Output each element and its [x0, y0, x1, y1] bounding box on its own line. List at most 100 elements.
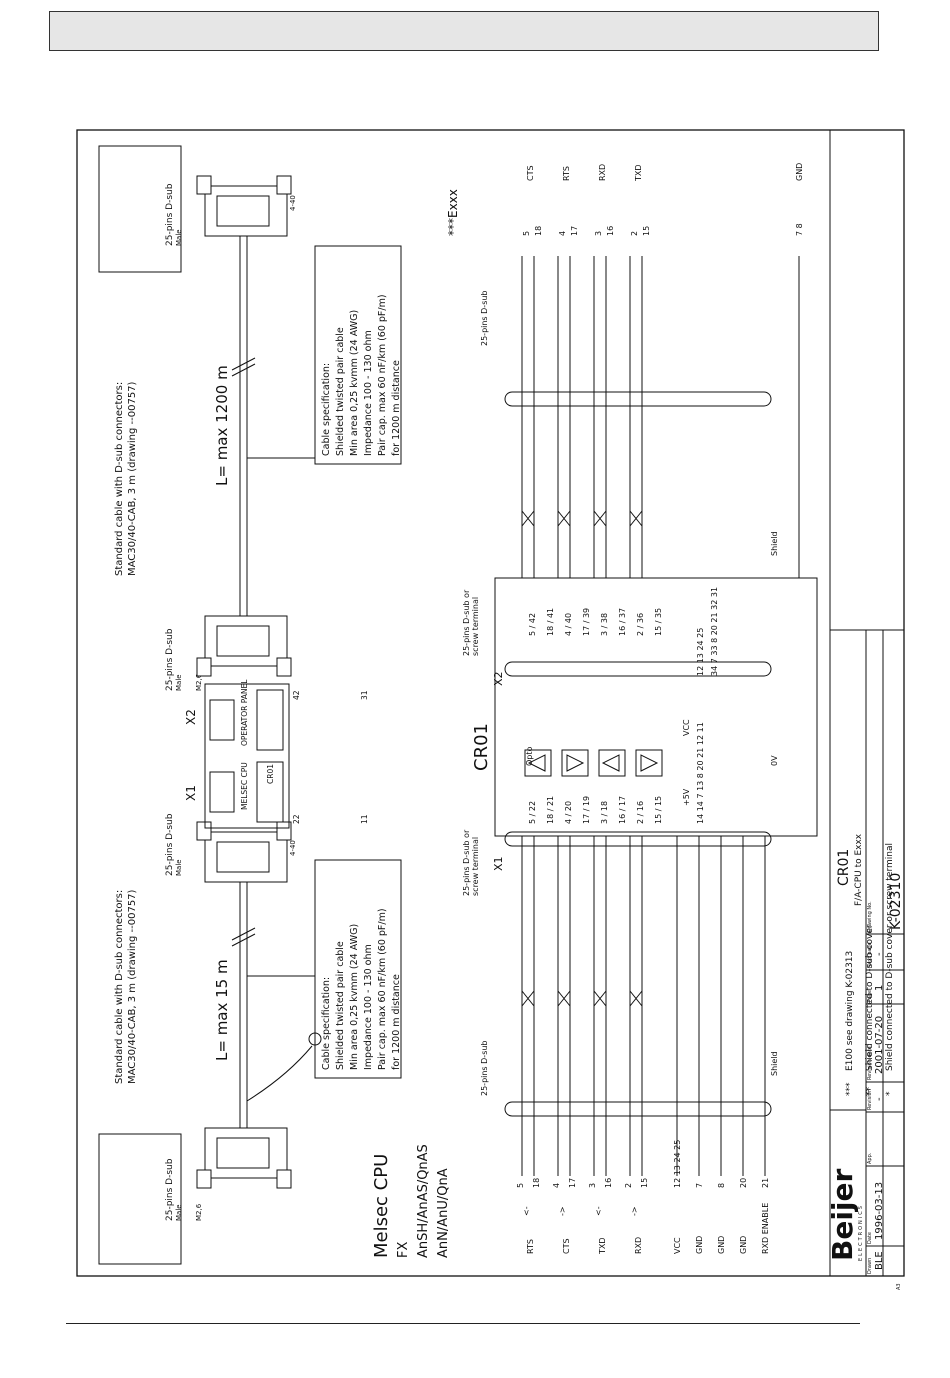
left-cable-title: Standard cable with D-sub connectors: MA… [114, 889, 138, 1084]
module-pin-l: 22 [292, 814, 301, 824]
cr01-x1-pin-0: 5 / 22 [528, 801, 537, 824]
dsub-right-2 [196, 175, 292, 237]
cpu-model-1: FX [396, 1242, 411, 1258]
x2-conn-label: X2 [492, 671, 505, 686]
right-spec-4: Pair cap. max 60 nF/km (60 pF/m) [377, 294, 388, 456]
left-spec-0: Cable specification: [321, 977, 332, 1070]
right-gnd-name: GND [795, 163, 804, 181]
cpu-model-2: AnSH/AnAS/QnAS [416, 1144, 431, 1258]
left-signal-p2-0: 18 [532, 1178, 541, 1188]
tb-date-lbl: Date [867, 1232, 873, 1244]
twist2-b-1 [557, 510, 571, 527]
left-power-name-2: GND [717, 1236, 726, 1254]
tb-revision: - [874, 1097, 885, 1101]
twist2-b-2 [593, 510, 607, 527]
left-power-pins-0: 12 13 24 25 [673, 1140, 682, 1188]
exxx-label: ***Exxx [446, 189, 460, 236]
tb-drawn: BLE [874, 1251, 885, 1270]
left-signal-dir-3: -> [630, 1206, 639, 1216]
cr01-x2-pin-2: 4 / 40 [564, 613, 573, 636]
right-spec-box: Cable specification: Shielded twisted pa… [247, 245, 402, 465]
left-signal-dir-0: <- [522, 1206, 531, 1216]
left-conn-a-male: Male [175, 1204, 183, 1221]
dsub-left-label: 25-pins D-sub [480, 1040, 489, 1096]
cpu-model-0: Melsec CPU [371, 1154, 392, 1258]
left-power-name-1: GND [695, 1236, 704, 1254]
cr01-x1-pin-7: 15 / 15 [654, 796, 663, 824]
shield-label-left: Shield [770, 1051, 779, 1076]
right-conn-b-screw: 4-40 [289, 195, 297, 211]
left-signal-p2-2: 16 [604, 1178, 613, 1188]
module-board-label: CR01 [266, 764, 275, 784]
tb-date: 1996-03-13 [874, 1182, 885, 1240]
cables [231, 236, 322, 1128]
cr01-x2-pin-5: 16 / 37 [618, 608, 627, 636]
right-spec-2: Min area 0,25 kvmm (24 AWG) [349, 310, 360, 456]
right-conn-b-male: Male [175, 229, 183, 246]
left-conn-b-male: Male [175, 859, 183, 876]
tb-revdate-lbl: Revision date [867, 1046, 873, 1080]
module-pin-r2: 31 [360, 690, 369, 700]
cpu-model-3: AnN/AnU/QnA [436, 1168, 451, 1258]
left-signal-name-1: CTS [562, 1238, 571, 1254]
tb-page: 1 [874, 985, 885, 991]
title-block: Beijer ELECTRONICS CR01 F/A-CPU to Exxx … [826, 629, 905, 1290]
right-cable-title: Standard cable with D-sub connectors: MA… [114, 381, 138, 576]
right-signal-p2-1: 17 [570, 226, 579, 236]
x1-term-label-0: 25-pins D-sub or [462, 829, 471, 896]
right-conn-b-label: 25-pins D-sub [165, 183, 175, 246]
left-cable-length: L= max 15 m [213, 959, 231, 1061]
right-signal-name-2: RXD [598, 164, 607, 181]
tb-dwg: K-02310 [888, 873, 904, 930]
note-0-mark: *** [845, 1082, 855, 1096]
right-signal-p2-2: 16 [606, 226, 615, 236]
cr01-x2-pin-7: 15 / 35 [654, 608, 663, 636]
left-signal-p1-3: 2 [624, 1183, 633, 1188]
left-signal-name-3: RXD [634, 1237, 643, 1254]
right-signal-p2-0: 18 [534, 226, 543, 236]
title-block-title: CR01 [836, 849, 852, 886]
drawing-frame [76, 129, 905, 1277]
tb-page-lbl: Page [867, 990, 873, 1002]
right-spec-1: Shielded twisted pair cable [335, 327, 346, 456]
right-cable-title-2: MAC30/40-CAB, 3 m (drawing --00757) [127, 381, 138, 576]
module-pin-l2: 11 [360, 814, 369, 824]
left-signal-dir-1: -> [558, 1206, 567, 1216]
right-conn-a-screw: M2,6 [195, 673, 203, 691]
dsub-left-2 [196, 821, 292, 883]
left-spec-5: for 1200 m distance [391, 974, 402, 1070]
right-signal-p1-3: 2 [630, 231, 639, 236]
module-panel-label: OPERATOR PANEL [240, 679, 249, 746]
left-power-pins-1: 7 [695, 1183, 704, 1188]
cr01-x1-pin-4: 3 / 18 [600, 801, 609, 824]
dsub-connectors [196, 175, 292, 1189]
left-spec-3: Impedance 100 - 130 ohm [363, 944, 374, 1070]
cr01-vcc: VCC [682, 719, 691, 736]
twist-b-0 [521, 990, 535, 1007]
left-cable-title-1: Standard cable with D-sub connectors: [114, 890, 125, 1084]
twist-b-3 [629, 990, 643, 1007]
right-cable-length: L= max 1200 m [213, 365, 231, 486]
cr01-0v: 0V [770, 755, 779, 766]
cr01-x1-pin-3: 17 / 19 [582, 796, 591, 824]
cr01-x1-pin-5: 16 / 17 [618, 796, 627, 824]
right-signal-p2-3: 15 [642, 226, 651, 236]
shield-right [504, 391, 772, 407]
cpu-models: Melsec CPU FX AnSH/AnAS/QnAS AnN/AnU/QnA [371, 1144, 451, 1258]
cr01-x2-pin-0: 5 / 42 [528, 613, 537, 636]
left-signal-p1-2: 3 [588, 1183, 597, 1188]
tb-drawn-lbl: Drawn [867, 1258, 873, 1274]
left-signal-name-0: RTS [526, 1239, 535, 1254]
left-spec-1: Shielded twisted pair cable [335, 941, 346, 1070]
left-signal-dir-2: <- [594, 1206, 603, 1216]
footer-rule [66, 1323, 860, 1324]
left-signal-p1-0: 5 [516, 1183, 525, 1188]
cr01-schematic: CR01 Opto +5V VCC 0V [471, 577, 818, 837]
left-signal-p2-1: 17 [568, 1178, 577, 1188]
left-conn-a-label: 25-pins D-sub [165, 1158, 175, 1221]
header-bar [49, 11, 879, 51]
right-signal-name-0: CTS [526, 165, 535, 181]
tb-size: A3 [896, 1283, 902, 1290]
